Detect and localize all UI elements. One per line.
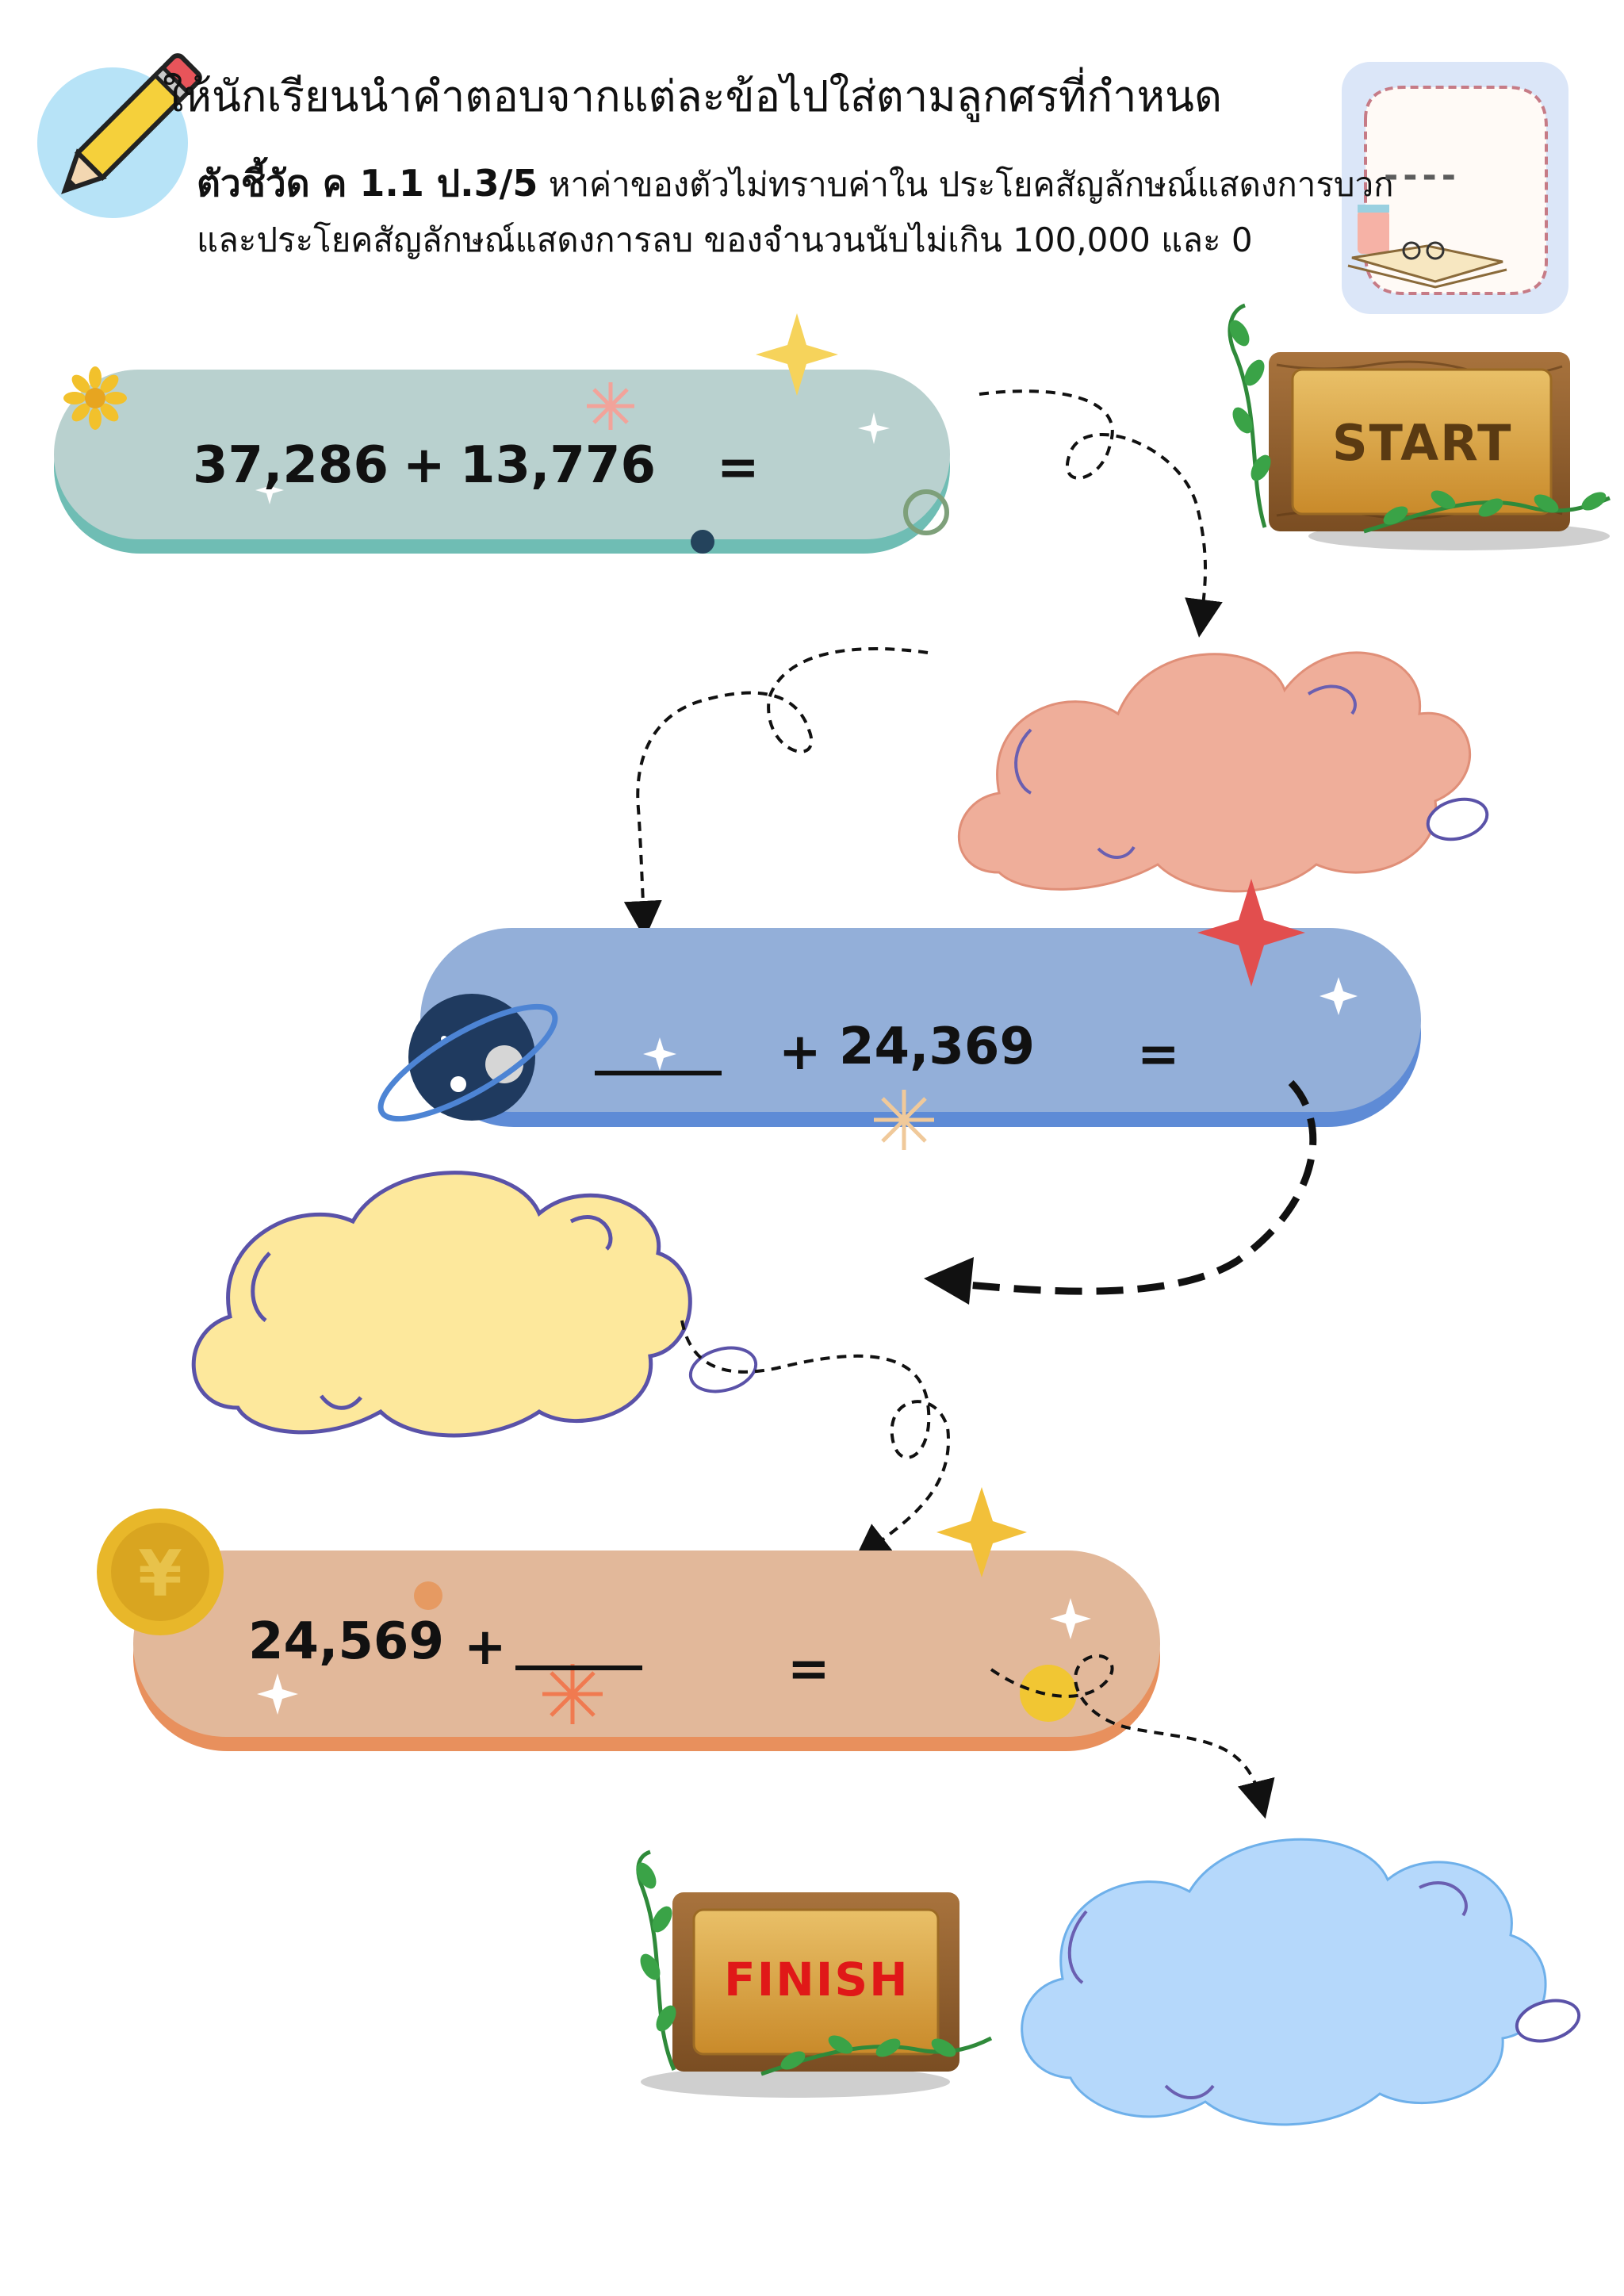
pink-cloud (957, 651, 1489, 893)
finish-sign (636, 1849, 993, 2098)
problem-1-pill (54, 370, 950, 554)
coin-icon (1020, 1665, 1077, 1722)
problem-2-operator: + (779, 1023, 822, 1082)
problem-3-left: 24,569 (248, 1612, 444, 1671)
sparkle-icon (1197, 879, 1305, 987)
indicator-label: ตัวชี้วัด ค 1.1 ป.3/5 (197, 162, 538, 205)
burst-icon (542, 1664, 603, 1724)
finish-label: FINISH (724, 1953, 910, 2007)
indicator-block: ตัวชี้วัด ค 1.1 ป.3/5 หาค่าของตัวไม่ทราบ… (197, 155, 1394, 268)
coin-icon: ¥ (97, 1508, 224, 1635)
problem-2-right: 24,369 (839, 1018, 1035, 1076)
sparkle-icon (1320, 977, 1358, 1015)
sparkle-icon (643, 1037, 676, 1071)
problem-3-pill (133, 1550, 1160, 1751)
name-frame (1342, 62, 1568, 314)
problem-1-operator: + (403, 436, 446, 495)
problem-3-blank: _____ (515, 1612, 642, 1671)
indicator-line-2: และประโยคสัญลักษณ์แสดงการลบ ของจำนวนนับไ… (197, 220, 1253, 259)
blue-cloud (1021, 1838, 1581, 2126)
problem-1-left: 37,286 (193, 436, 389, 495)
problem-3-operator: + (464, 1618, 507, 1677)
name-blank: ---- (1384, 155, 1461, 196)
problem-2-pill (420, 928, 1421, 1127)
indicator-line-1: ตัวชี้วัด ค 1.1 ป.3/5 หาค่าของตัวไม่ทราบ… (197, 155, 1394, 213)
problem-1-right: 13,776 (460, 436, 656, 495)
start-label: START (1332, 414, 1513, 472)
sparkle-icon (858, 412, 890, 444)
yellow-cloud (191, 1171, 758, 1438)
pencil-icon (37, 53, 202, 218)
problem-1-equals: = (717, 439, 760, 497)
indicator-text-1: หาค่าของตัวไม่ทราบค่าใน ประโยคสัญลักษณ์แ… (548, 165, 1394, 204)
start-sign (1228, 303, 1611, 550)
sparkle-icon (257, 1673, 298, 1715)
sparkle-icon (255, 476, 284, 504)
sunflower-icon (63, 366, 127, 430)
sparkle-icon (936, 1487, 1027, 1577)
problem-2-equals: = (1137, 1025, 1180, 1084)
planet-icon (377, 994, 558, 1122)
svg-text:¥: ¥ (138, 1537, 182, 1611)
page-title: ให้นักเรียนนำคำตอบจากแต่ละข้อไปใส่ตามลูก… (163, 71, 1223, 121)
problem-3-equals: = (787, 1640, 830, 1699)
burst-icon (587, 382, 634, 430)
sparkle-icon (1050, 1598, 1091, 1639)
burst-icon (874, 1090, 934, 1150)
sparkle-icon (756, 313, 838, 396)
problem-2-blank: _____ (595, 1018, 722, 1076)
